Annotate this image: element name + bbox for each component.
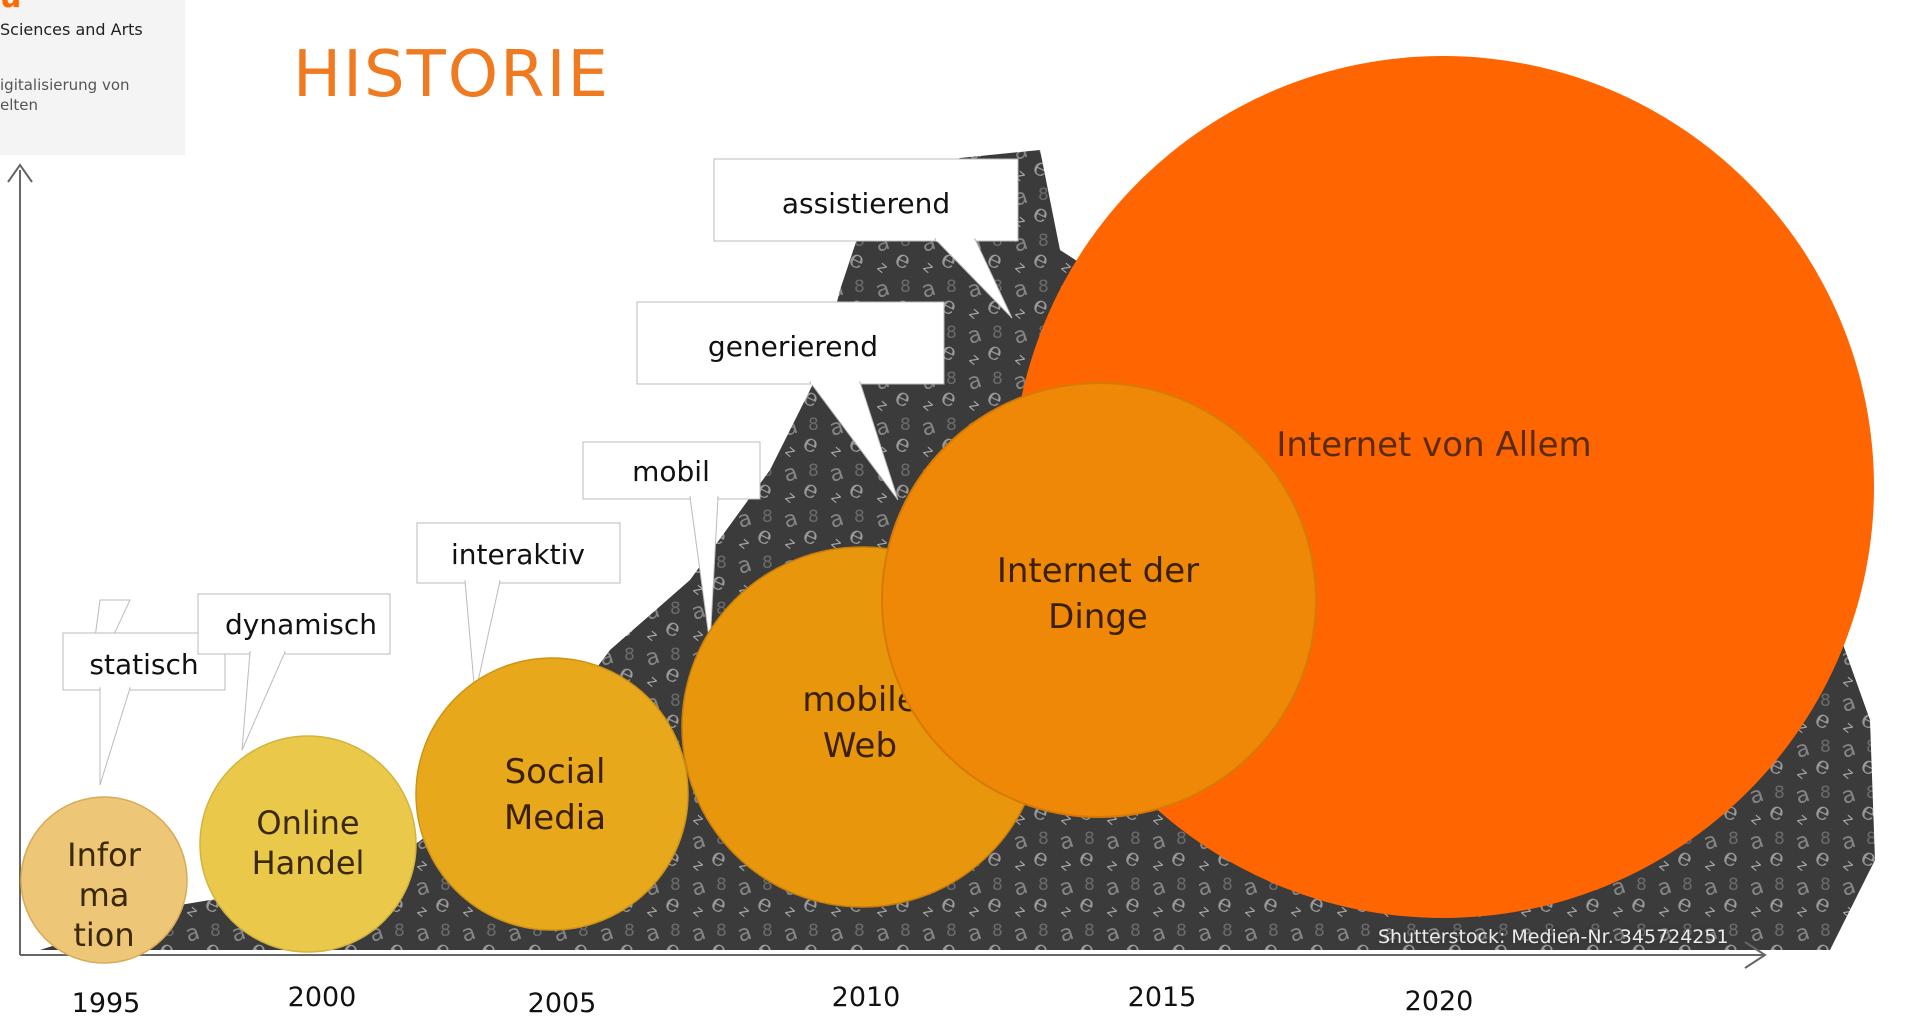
callout-label-interaktiv: interaktiv (451, 538, 585, 571)
year-label-2010: 2010 (831, 982, 901, 1013)
bubble-label-internet-der-dinge-1: Internet der (997, 551, 1199, 591)
bubble-internet-der-dinge: Internet der Dinge (881, 382, 1317, 818)
bubble-information: Infor ma tion (20, 796, 188, 964)
callout-dynamisch: dynamisch (197, 593, 391, 751)
bubble-label-mobile-web-2: Web (823, 726, 897, 766)
school-name: Sciences and Arts (0, 20, 143, 39)
institution-header: u Sciences and Arts igitalisierung von e… (0, 0, 185, 155)
bubble-label-information-2: ma (79, 876, 130, 914)
callout-label-dynamisch: dynamisch (225, 608, 377, 641)
bubble-label-mobile-web-1: mobile (802, 680, 917, 720)
page-title: HISTORIE (293, 38, 610, 112)
department-line-1: igitalisierung von (0, 76, 130, 94)
bubble-label-online-handel-2: Handel (252, 844, 365, 882)
bubble-online-handel: Online Handel (199, 735, 417, 953)
callout-interaktiv: interaktiv (416, 522, 621, 696)
year-label-2000: 2000 (287, 982, 357, 1013)
callout-generierend: generierend (636, 301, 945, 501)
bubble-label-internet-der-dinge-2: Dinge (1048, 597, 1148, 637)
bubble-label-internet-von-allem: Internet von Allem (1276, 425, 1591, 465)
callout-label-mobil: mobil (632, 455, 710, 488)
image-credit: Shutterstock: Medien-Nr. 345724251 (1378, 926, 1729, 948)
callout-mobil: mobil (582, 441, 761, 646)
bubble-label-social-media-2: Media (504, 798, 606, 838)
callout-assistierend: assistierend (713, 158, 1019, 319)
bubble-label-social-media-1: Social (505, 752, 606, 792)
bubble-social-media: Social Media (415, 657, 689, 931)
y-axis-arrow (7, 163, 33, 183)
year-label-2005: 2005 (527, 988, 597, 1019)
x-axis-arrow (1744, 941, 1767, 969)
callout-label-assistierend: assistierend (782, 187, 950, 220)
bubble-label-information-1: Infor (67, 836, 142, 874)
year-label-2015: 2015 (1127, 982, 1197, 1013)
department-line-2: elten (0, 96, 39, 114)
callout-label-generierend: generierend (708, 330, 878, 363)
bubble-label-online-handel-1: Online (256, 804, 359, 842)
year-label-1995: 1995 (71, 988, 141, 1019)
year-label-2020: 2020 (1404, 986, 1474, 1017)
bubble-label-information-3: tion (73, 916, 134, 954)
callout-label-statisch: statisch (89, 648, 198, 681)
